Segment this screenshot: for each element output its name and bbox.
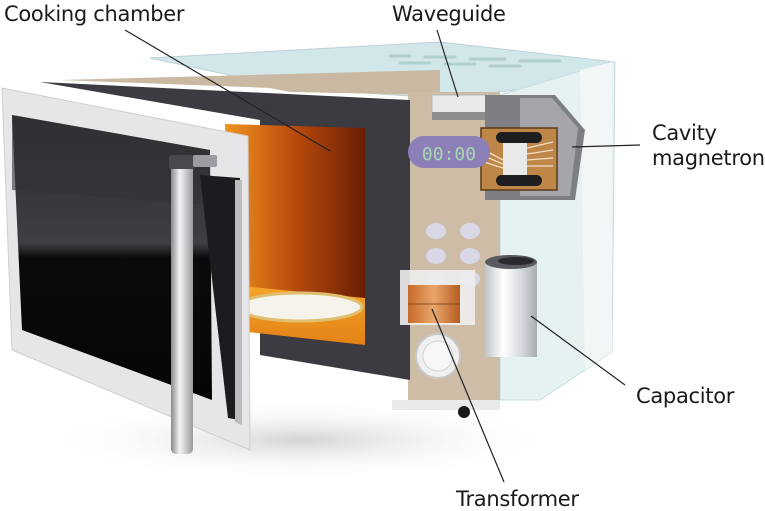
label-cavity: Cavity bbox=[652, 121, 717, 145]
leader-cooking-chamber bbox=[124, 29, 331, 152]
label-waveguide: Waveguide bbox=[392, 2, 506, 26]
display-panel bbox=[408, 136, 490, 168]
leader-waveguide bbox=[436, 29, 459, 98]
label-magnetron: magnetron bbox=[652, 146, 765, 170]
leader-cavity-magnetron bbox=[571, 144, 641, 148]
label-transformer: Transformer bbox=[456, 487, 579, 511]
label-cooking-chamber: Cooking chamber bbox=[4, 2, 185, 26]
turntable-plate bbox=[236, 291, 364, 323]
leader-lines bbox=[124, 29, 641, 483]
leader-transformer bbox=[431, 308, 505, 483]
door-handle bbox=[171, 162, 193, 454]
display-time: 00:00 bbox=[422, 144, 476, 165]
vent-slots bbox=[388, 54, 562, 68]
label-capacitor: Capacitor bbox=[636, 384, 735, 408]
floor-shadow bbox=[40, 400, 560, 480]
capacitor bbox=[485, 262, 537, 357]
leader-capacitor bbox=[530, 315, 626, 386]
door-release-button bbox=[458, 406, 470, 418]
